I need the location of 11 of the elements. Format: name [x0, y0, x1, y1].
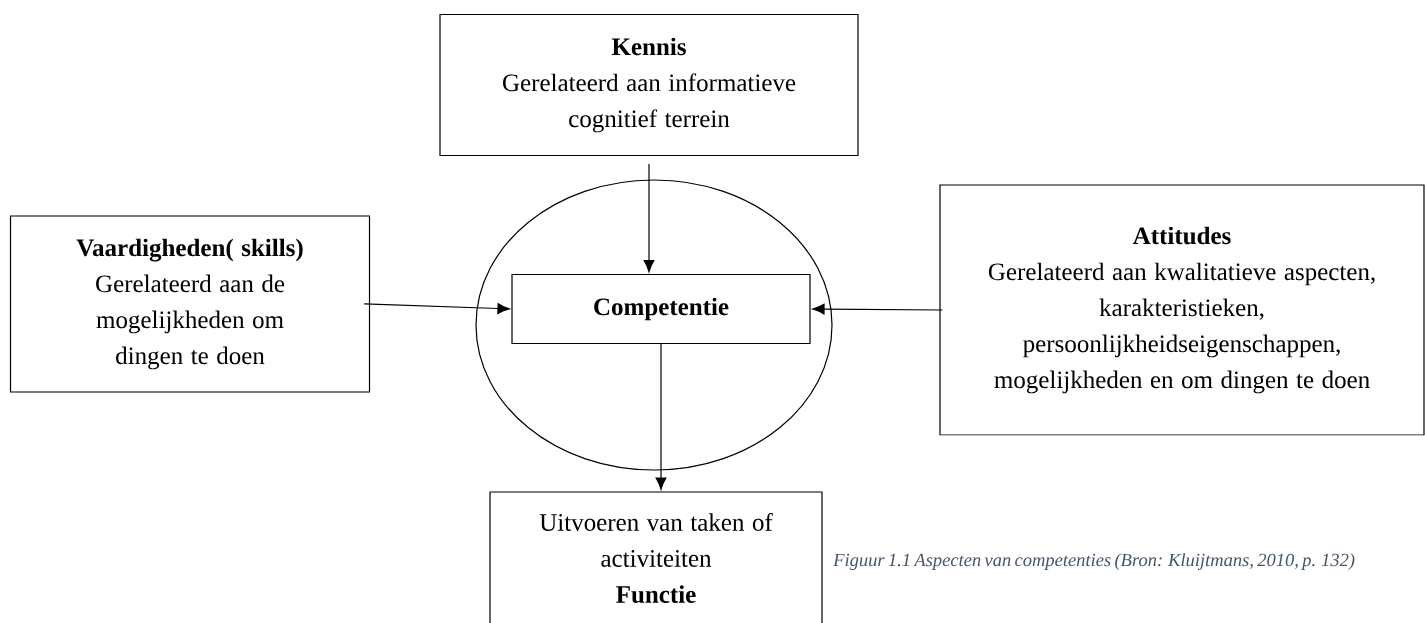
competence-box: Competentie — [511, 273, 811, 345]
arrow — [363, 303, 510, 314]
skills-box: Vaardigheden( skills) Gerelateerd aan de mogelijkheden om dingen te doen — [9, 215, 371, 393]
figure-caption: Figuur 1.1 Aspecten van competenties (Bron: Kluijtmans, 2010, p. 132) — [833, 553, 1355, 570]
arrow — [655, 343, 667, 490]
attitudes-box: Attitudes Gerelateerd aan kwalitatieve aspecten, karakteristieken, persoonlijkheidseigenschappen, mogelijkheden en om dingen te doen — [939, 184, 1425, 436]
function-box: Uitvoeren van taken of activiteiten Functie — [489, 491, 823, 623]
arrow — [643, 163, 655, 273]
knowledge-box: Kennis Gerelateerd aan informatieve cognitief terrein — [439, 13, 859, 157]
arrow — [812, 303, 943, 315]
ellipse — [475, 179, 833, 471]
